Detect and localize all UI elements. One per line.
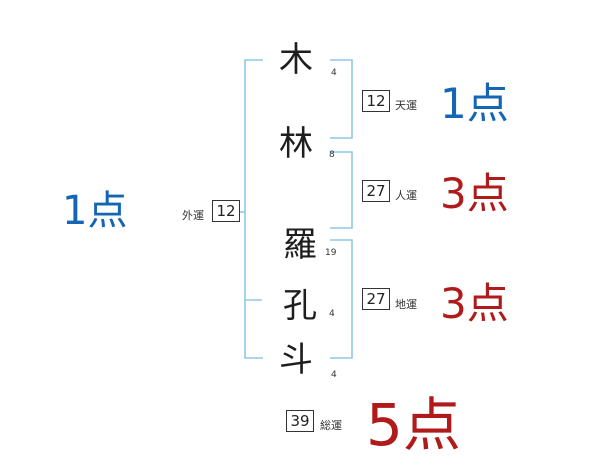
name-char-3: 羅: [283, 225, 317, 265]
souun-score: 5点: [366, 391, 461, 459]
chiun-score: 3点: [440, 279, 509, 328]
jinun-value-box: 27: [362, 180, 390, 202]
name-char-1: 木: [279, 40, 313, 80]
chiun-value-box: 27: [362, 288, 390, 310]
tenun-label: 天運: [395, 99, 417, 112]
name-char-2: 林: [279, 124, 313, 164]
tenun-score: 1点: [440, 79, 509, 128]
chiun-label: 地運: [395, 298, 417, 311]
name-char-5: 斗: [279, 340, 313, 380]
souun-value-box: 39: [286, 410, 314, 432]
stroke-count-4: 4: [329, 309, 335, 319]
stroke-count-2: 8: [329, 150, 335, 160]
name-char-4: 孔: [283, 286, 317, 326]
gaiun-label: 外運: [182, 209, 204, 222]
stroke-count-3: 19: [325, 248, 337, 258]
stroke-count-1: 4: [331, 68, 337, 78]
stroke-count-5: 4: [331, 370, 337, 380]
gaiun-value-box: 12: [212, 200, 240, 222]
jinun-label: 人運: [395, 189, 417, 202]
jinun-score: 3点: [440, 169, 509, 218]
tenun-value-box: 12: [362, 90, 390, 112]
gaiun-score: 1点: [62, 188, 128, 234]
souun-label: 総運: [320, 419, 342, 432]
